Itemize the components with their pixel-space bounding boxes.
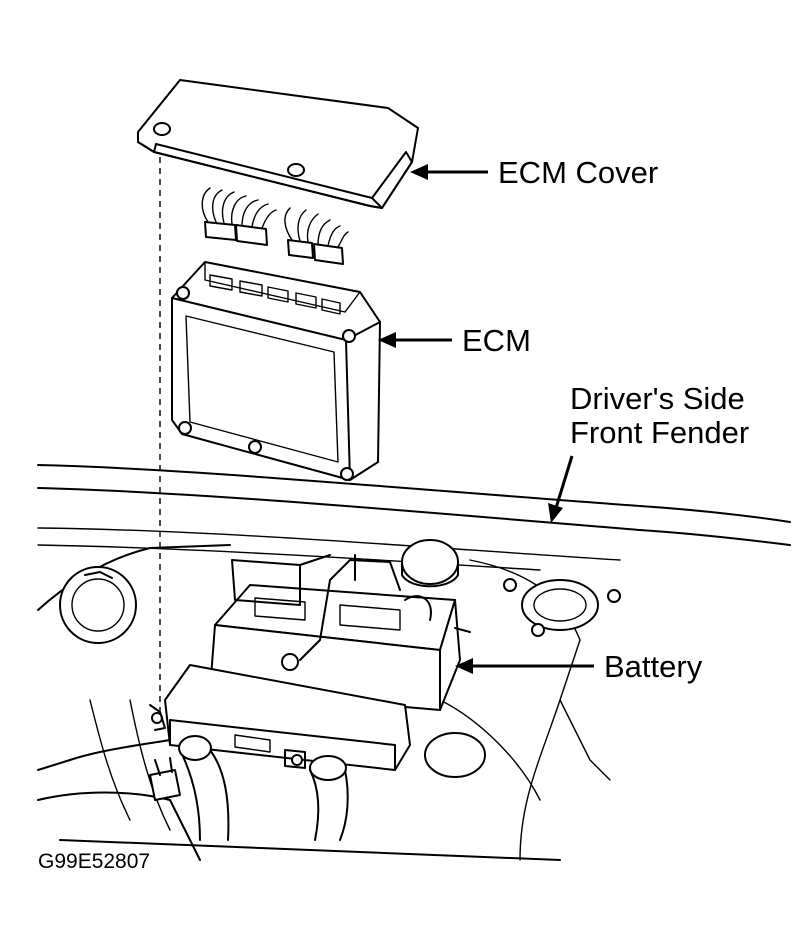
fender-arrow (554, 455, 574, 509)
ecm-cover (137, 79, 419, 209)
callout-arrows (378, 164, 594, 674)
fender-label-line2: Front Fender (570, 415, 750, 450)
ecm-cover-label: ECM Cover (498, 155, 659, 190)
fender-arrow-head (548, 503, 563, 523)
engine-bay-components (37, 539, 621, 861)
fender-label-line1: Driver's Side (570, 381, 745, 416)
ecm-mount-tray (149, 664, 411, 841)
ecm-harness-connectors (201, 187, 349, 265)
ecm-unit (171, 261, 381, 481)
ecm-cover-arrow-head (410, 164, 428, 180)
ecm-arrow-head (378, 332, 396, 348)
battery-arrow-head (455, 658, 473, 674)
front-fender (37, 464, 791, 571)
figure-id: G99E52807 (38, 850, 151, 873)
battery-label: Battery (604, 649, 703, 684)
ecm-label: ECM (462, 323, 531, 358)
